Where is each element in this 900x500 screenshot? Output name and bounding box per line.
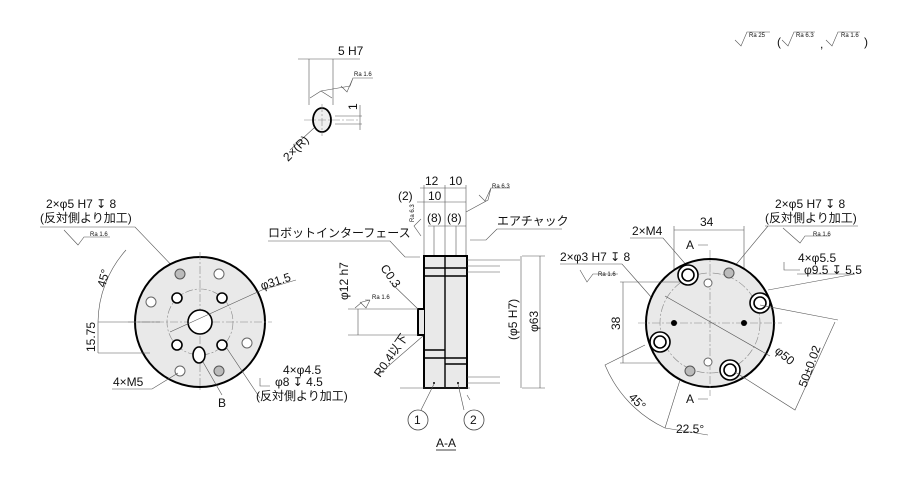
right-pin5-note: (反対側より加工) — [765, 211, 857, 225]
section-label: A-A — [436, 436, 456, 450]
part-balloon-2 — [463, 409, 485, 431]
roughness-symbol-icon — [781, 31, 815, 47]
right-counterbore: φ9.5 ↧ 5.5 — [804, 263, 862, 277]
left-pin-ra: Ra 1.6 — [90, 232, 108, 238]
section-ra-boss: Ra 1.6 — [372, 295, 390, 301]
section-dim-8b: (8) — [447, 211, 462, 225]
section-dim-10a: 10 — [449, 174, 463, 188]
ra-main: Ra 25 — [749, 33, 766, 39]
left-bolt-hole: 4×φ4.5 — [283, 363, 321, 377]
detail-depth: 1 — [346, 103, 360, 110]
section-dim-12: 12 — [425, 174, 439, 188]
left-mark-b: B — [218, 396, 226, 410]
left-pin-note: (反対側より加工) — [40, 211, 132, 225]
section-dim-2: (2) — [398, 189, 413, 203]
roughness-symbol-icon — [825, 31, 860, 47]
left-offset: 15.75 — [84, 322, 98, 352]
section-ra-top: Ra 6.3 — [492, 184, 510, 190]
section-view: 12 10 (2) 10 (8) (8) Ra 6.3 Ra 6.3 ロボットイ… — [268, 174, 569, 451]
left-view: 2×φ5 H7 ↧ 8 (反対側より加工) Ra 1.6 45° 15.75 φ… — [40, 197, 348, 410]
ra-alt2: Ra 1.6 — [841, 33, 859, 39]
left-thread: 4×M5 — [113, 375, 144, 389]
paren-open: ( — [777, 35, 781, 49]
part-2: 2 — [470, 413, 477, 427]
right-bolt-hole: 4×φ5.5 — [798, 251, 836, 265]
chamfer: C0.3 — [378, 262, 404, 291]
part-balloon-1 — [407, 409, 429, 431]
detail-radius: 2×(R) — [280, 133, 311, 164]
comma: , — [820, 37, 823, 51]
right-pcd: φ50 — [772, 344, 797, 369]
detail-view: 5 H7 Ra 1.6 1 2×(R) — [280, 44, 373, 164]
section-dim-8a: (8) — [427, 211, 442, 225]
right-pin5: 2×φ5 H7 ↧ 8 — [775, 197, 846, 211]
right-angle-22: 22.5° — [676, 422, 704, 436]
left-bolt-note: (反対側より加工) — [256, 389, 348, 403]
outer-diameter: φ63 — [527, 311, 541, 332]
fillet: R0.4以下 — [371, 331, 411, 379]
section-dim-10b: 10 — [428, 189, 442, 203]
detail-ra: Ra 1.6 — [354, 72, 372, 78]
section-ra-side: Ra 6.3 — [410, 204, 416, 222]
right-pitch: 50±0.02 — [796, 343, 824, 389]
section-a-bottom: A — [686, 392, 694, 406]
robot-interface-label: ロボットインターフェース — [268, 226, 411, 240]
boss-diameter: φ12 h7 — [337, 262, 351, 300]
right-dim-38: 38 — [609, 316, 623, 330]
paren-close: ) — [864, 35, 868, 49]
left-angle: 45° — [94, 267, 112, 288]
right-view: 34 2×M4 A A 2×φ3 H7 ↧ 8 Ra 1.6 2×φ5 H7 ↧… — [560, 197, 862, 436]
right-angle-45: 45° — [626, 390, 649, 413]
left-pin-hole: 2×φ5 H7 ↧ 8 — [46, 197, 117, 211]
left-counterbore: φ8 ↧ 4.5 — [275, 375, 323, 389]
right-pin-ra: Ra 1.6 — [598, 272, 616, 278]
pin-diameter: (φ5 H7) — [506, 299, 520, 340]
right-pin-hole: 2×φ3 H7 ↧ 8 — [560, 250, 631, 264]
detail-width: 5 H7 — [338, 44, 364, 58]
right-dim-34: 34 — [700, 215, 714, 229]
right-thread: 2×M4 — [632, 224, 663, 238]
right-pin5-ra: Ra 1.6 — [813, 232, 831, 238]
part-1: 1 — [414, 413, 421, 427]
ra-alt1: Ra 6.3 — [796, 33, 814, 39]
roughness-legend: Ra 25 ( Ra 6.3 , Ra 1.6 ) — [734, 31, 868, 51]
left-pcd: φ31.5 — [259, 270, 293, 293]
section-a-top: A — [686, 238, 694, 252]
roughness-symbol-icon — [734, 31, 770, 47]
air-chuck-label: エアチャック — [497, 214, 569, 228]
